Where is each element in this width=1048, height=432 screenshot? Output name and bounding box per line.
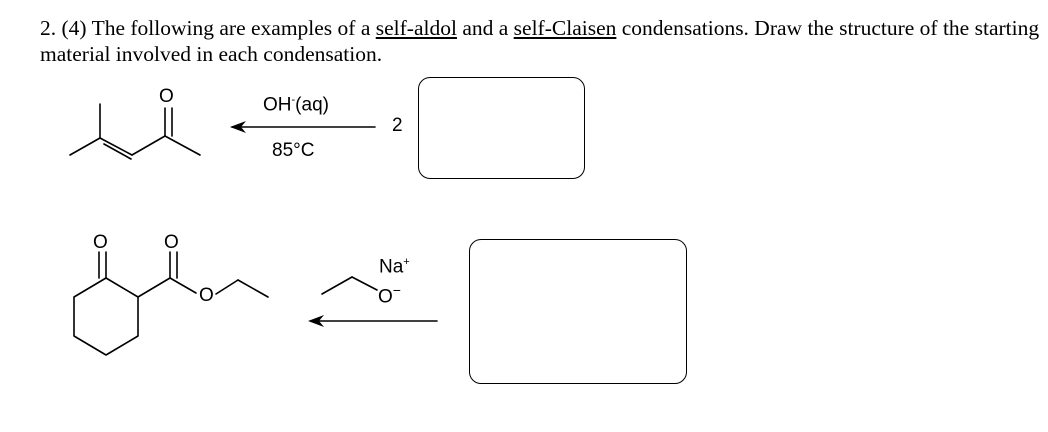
- aldol-temperature-label: 85°C: [272, 140, 315, 161]
- claisen-carbonyl-oxygen-label: O: [164, 232, 179, 253]
- sodium-charge: +: [403, 256, 410, 268]
- self-claisen-term: self-Claisen: [513, 16, 617, 40]
- claisen-answer-box[interactable]: [469, 239, 687, 384]
- claisen-product-structure: [73, 251, 269, 356]
- alkoxide-oxygen-symbol: O: [378, 286, 393, 308]
- ethoxide-structure: [321, 276, 378, 295]
- claisen-ketone-oxygen-label: O: [93, 232, 108, 253]
- aldol-answer-box[interactable]: [418, 77, 585, 179]
- question-text-after: condensations. Draw the structure of the…: [40, 16, 1040, 66]
- question-text-before: The following are examples of a: [91, 16, 371, 40]
- alkoxide-charge: −: [392, 282, 401, 298]
- aldol-product-structure: [69, 103, 201, 160]
- aldol-reagent-label: OH-(aq): [263, 94, 329, 116]
- aldol-arrowhead: [230, 121, 246, 133]
- sodium-counterion-label: Na+: [379, 256, 410, 278]
- hydroxide-charge: -: [291, 94, 296, 106]
- stoichiometric-coefficient: 2: [392, 115, 403, 136]
- question-number: 2.: [40, 16, 57, 40]
- question-points: (4): [61, 16, 87, 40]
- self-aldol-term: self-aldol: [375, 16, 457, 40]
- claisen-arrowhead: [308, 315, 324, 327]
- claisen-ester-oxygen-label: O: [199, 285, 214, 306]
- sodium-symbol: Na: [379, 256, 404, 278]
- question-text: 2. (4) The following are examples of a s…: [40, 15, 1040, 67]
- hydroxide-symbol: OH: [263, 94, 292, 116]
- alkoxide-oxygen-label: O−: [378, 282, 401, 308]
- aqueous-label: (aq): [295, 94, 329, 116]
- aldol-product-oxygen-label: O: [159, 86, 174, 107]
- question-text-middle: and a: [462, 16, 509, 40]
